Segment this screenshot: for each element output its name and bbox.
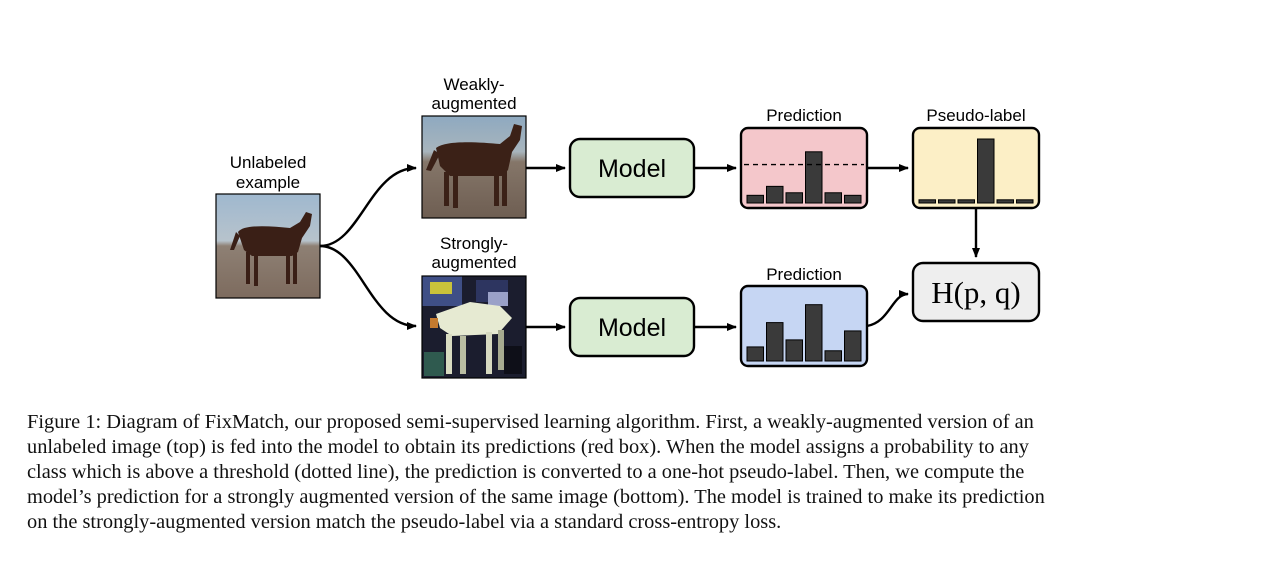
strong-prediction-bar xyxy=(805,304,823,362)
weak-prediction-bar xyxy=(746,194,764,204)
weak-label-line2: augmented xyxy=(431,94,516,113)
arrow-prediction-to-loss xyxy=(866,290,909,328)
weak-prediction-bar xyxy=(766,185,784,204)
pseudo-label-box xyxy=(911,126,1041,210)
strong-prediction-bar xyxy=(844,330,862,362)
strong-prediction-title: Prediction xyxy=(766,265,842,284)
figure-caption: Figure 1: Diagram of FixMatch, our propo… xyxy=(27,410,1257,535)
weak-prediction-bar xyxy=(805,151,823,204)
caption-line-3: class which is above a threshold (dotted… xyxy=(27,461,1025,483)
pseudo-label-bar xyxy=(918,199,936,204)
strong-prediction-box xyxy=(739,284,869,368)
strong-label-line1: Strongly- xyxy=(440,234,508,253)
input-label-line1: Unlabeled xyxy=(230,153,307,172)
pseudo-label-title: Pseudo-label xyxy=(926,106,1025,125)
pseudo-label-bar xyxy=(977,138,995,204)
pseudo-label-bar xyxy=(996,199,1014,204)
caption-line-5: on the strongly-augmented version match … xyxy=(27,511,782,533)
model-label-top: Model xyxy=(598,155,666,183)
model-box-top: Model xyxy=(568,137,696,199)
strong-prediction-bar xyxy=(785,339,803,362)
loss-label: H(p, q) xyxy=(931,275,1021,310)
pseudo-label-bar xyxy=(957,199,975,204)
strong-prediction-bar xyxy=(746,346,764,362)
model-box-bottom: Model xyxy=(568,296,696,358)
caption-line-1: Figure 1: Diagram of FixMatch, our propo… xyxy=(27,411,1034,433)
unlabeled-image xyxy=(215,193,321,299)
weak-prediction-bar xyxy=(785,192,803,204)
caption-line-2: unlabeled image (top) is fed into the mo… xyxy=(27,436,1029,458)
input-label-line2: example xyxy=(236,173,300,192)
loss-box: H(p, q) xyxy=(911,261,1041,323)
weak-prediction-bar xyxy=(824,192,842,204)
model-label-bottom: Model xyxy=(598,314,666,342)
pseudo-label-bar xyxy=(1016,199,1034,204)
weak-augmented-image xyxy=(421,115,527,219)
pseudo-label-bar xyxy=(938,199,956,204)
fixmatch-diagram: Unlabeled example Weakly- augmented Stro… xyxy=(215,75,1041,379)
weak-prediction-box xyxy=(739,126,869,210)
strong-prediction-bar xyxy=(824,350,842,362)
weak-prediction-title: Prediction xyxy=(766,106,842,125)
strong-prediction-bar xyxy=(766,322,784,362)
strong-augmented-image xyxy=(421,275,527,379)
arrow-to-weak xyxy=(319,164,417,248)
weak-prediction-bar xyxy=(844,194,862,204)
strong-label-line2: augmented xyxy=(431,253,516,272)
weak-label-line1: Weakly- xyxy=(443,75,504,94)
caption-line-4: model’s prediction for a strongly augmen… xyxy=(27,486,1045,508)
arrow-to-strong xyxy=(319,244,417,330)
